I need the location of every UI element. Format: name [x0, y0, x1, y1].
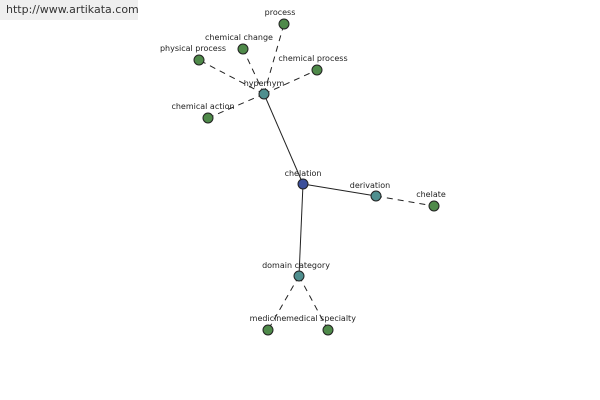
node-medicine[interactable] — [262, 324, 274, 336]
edge-chelation-hypernym — [263, 93, 304, 185]
node-label-chemaction: chemical action — [171, 102, 234, 111]
node-label-chelation: chelation — [285, 169, 322, 178]
graph-edges — [198, 23, 435, 331]
node-derivation[interactable] — [370, 190, 382, 202]
edge-hypernym-chemchange — [242, 48, 265, 95]
edge-chelation-derivation — [302, 183, 377, 197]
node-label-physproc: physical process — [160, 44, 226, 53]
node-label-hypernym: hypernym — [244, 79, 285, 88]
edge-hypernym-process — [263, 23, 285, 95]
node-chelation[interactable] — [297, 178, 309, 190]
edge-hypernym-chemproc — [263, 69, 318, 95]
node-label-chelate: chelate — [416, 190, 446, 199]
node-label-chemproc: chemical process — [278, 54, 347, 63]
graph-nodes — [193, 18, 440, 336]
node-label-chemchange: chemical change — [205, 33, 273, 42]
node-chemchange[interactable] — [237, 43, 249, 55]
node-label-medspec: medical specialty — [286, 314, 356, 323]
node-domain[interactable] — [293, 270, 305, 282]
node-chelate[interactable] — [428, 200, 440, 212]
edge-derivation-chelate — [375, 195, 435, 207]
node-hypernym[interactable] — [258, 88, 270, 100]
node-label-medicine: medicine — [250, 314, 287, 323]
node-medspec[interactable] — [322, 324, 334, 336]
node-label-process: process — [265, 8, 296, 17]
graph-labels: chelation hypernym derivation domain catego… — [160, 8, 446, 323]
node-physproc[interactable] — [193, 54, 205, 66]
node-label-derivation: derivation — [350, 181, 390, 190]
edge-chelation-domain — [298, 183, 304, 277]
node-chemaction[interactable] — [202, 112, 214, 124]
edge-hypernym-physproc — [198, 59, 265, 95]
node-chemproc[interactable] — [311, 64, 323, 76]
node-process[interactable] — [278, 18, 290, 30]
node-label-domain: domain category — [262, 261, 330, 270]
watermark-url: http://www.artikata.com — [0, 0, 139, 20]
